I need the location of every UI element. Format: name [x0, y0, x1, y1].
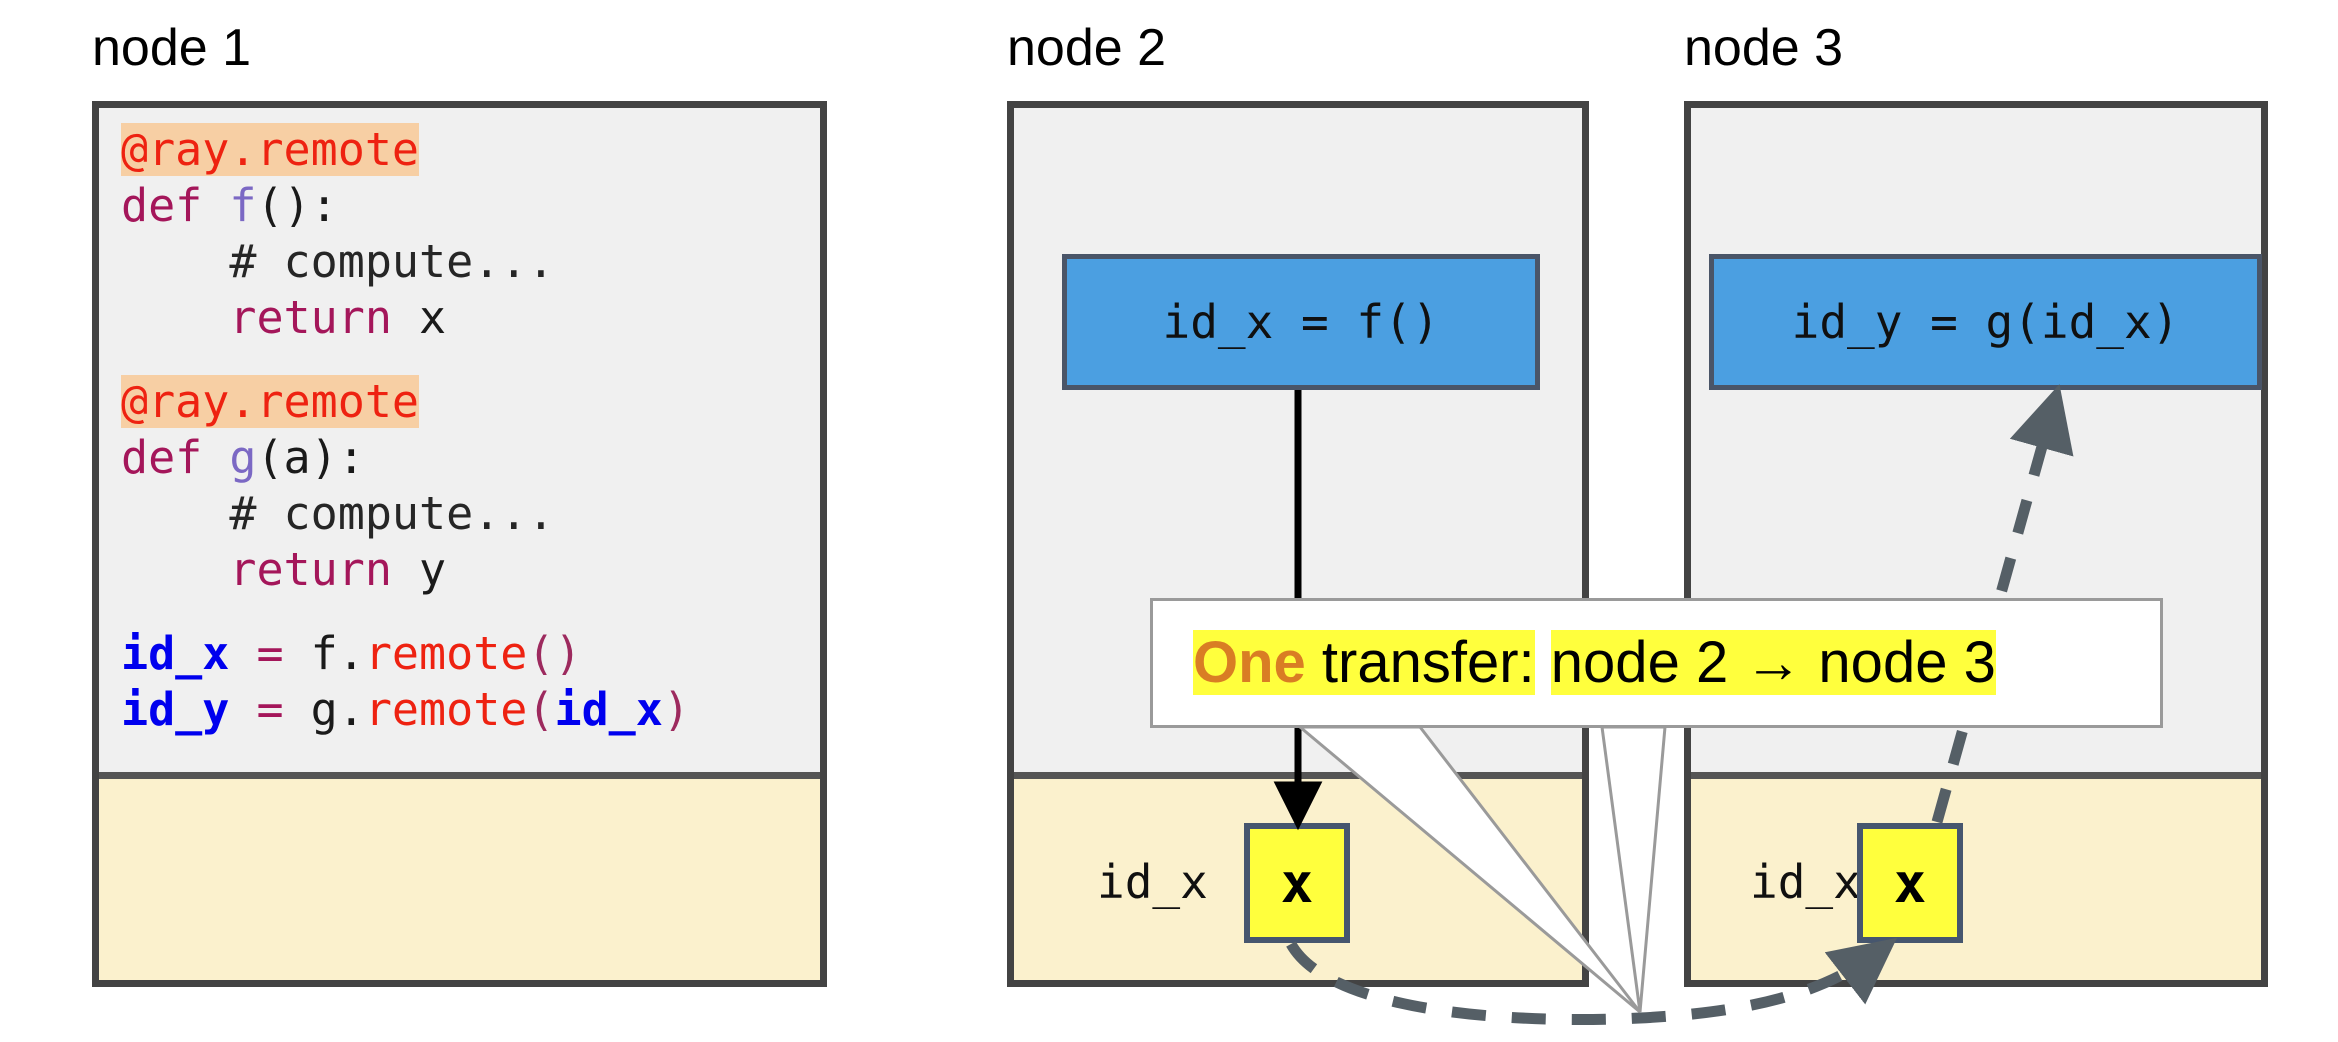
callout-tail-right	[1600, 725, 1667, 1013]
code-token: remote	[364, 683, 528, 736]
node-1-title: node 1	[92, 19, 252, 77]
node-2-title: node 2	[1007, 19, 1167, 77]
code-token: @ray.remote	[121, 123, 420, 176]
code-token: ()	[527, 627, 582, 680]
code-token: id_x	[121, 627, 230, 680]
node-2-task-box[interactable]: id_x = f()	[1062, 254, 1540, 390]
code-token: g.	[310, 683, 365, 736]
code-token: =	[229, 683, 311, 736]
code-token: g	[229, 431, 257, 484]
callout-middle: transfer:	[1305, 629, 1535, 695]
code-token: )	[662, 683, 690, 736]
code-line: return x	[121, 290, 690, 346]
code-token: @ray.remote	[121, 375, 420, 428]
code-line	[121, 598, 690, 626]
code-token: (a):	[256, 431, 365, 484]
node-3-object-x[interactable]: x	[1857, 823, 1963, 943]
code-line: return y	[121, 542, 690, 598]
code-line: @ray.remote	[121, 374, 690, 430]
code-line: def g(a):	[121, 430, 690, 486]
code-token: ():	[256, 179, 338, 232]
code-token: =	[229, 627, 311, 680]
code-token: id_y	[121, 683, 230, 736]
code-token: f	[229, 179, 257, 232]
code-line: @ray.remote	[121, 122, 690, 178]
node-2-object-x[interactable]: x	[1244, 823, 1350, 943]
callout-text: One transfer: node 2 → node 3	[1153, 629, 1996, 695]
callout-tail-text: node 2 → node 3	[1550, 629, 1996, 695]
code-token: f.	[310, 627, 365, 680]
callout-emphasis: One	[1193, 629, 1306, 695]
transfer-callout: One transfer: node 2 → node 3	[1150, 598, 2163, 728]
code-token: return	[121, 291, 420, 344]
code-token: # compute...	[121, 235, 555, 288]
code-token: def	[121, 431, 230, 484]
code-line: # compute...	[121, 234, 690, 290]
code-token: id_x	[554, 683, 663, 736]
code-token: (	[527, 683, 555, 736]
code-line	[121, 346, 690, 374]
node-3-task-box[interactable]: id_y = g(id_x)	[1709, 254, 2262, 390]
code-line: id_x = f.remote()	[121, 626, 690, 682]
code-token: x	[419, 291, 447, 344]
node-3-title: node 3	[1684, 19, 1844, 77]
code-token: def	[121, 179, 230, 232]
code-token: remote	[364, 627, 528, 680]
code-line: def f():	[121, 178, 690, 234]
node-2-store-label: id_x	[1097, 855, 1208, 909]
code-token: # compute...	[121, 487, 555, 540]
node-3-store-label: id_x	[1750, 855, 1861, 909]
node-1-object-store	[99, 772, 820, 980]
code-line: id_y = g.remote(id_x)	[121, 682, 690, 738]
code-line: # compute...	[121, 486, 690, 542]
code-token: y	[419, 543, 447, 596]
code-token: return	[121, 543, 420, 596]
